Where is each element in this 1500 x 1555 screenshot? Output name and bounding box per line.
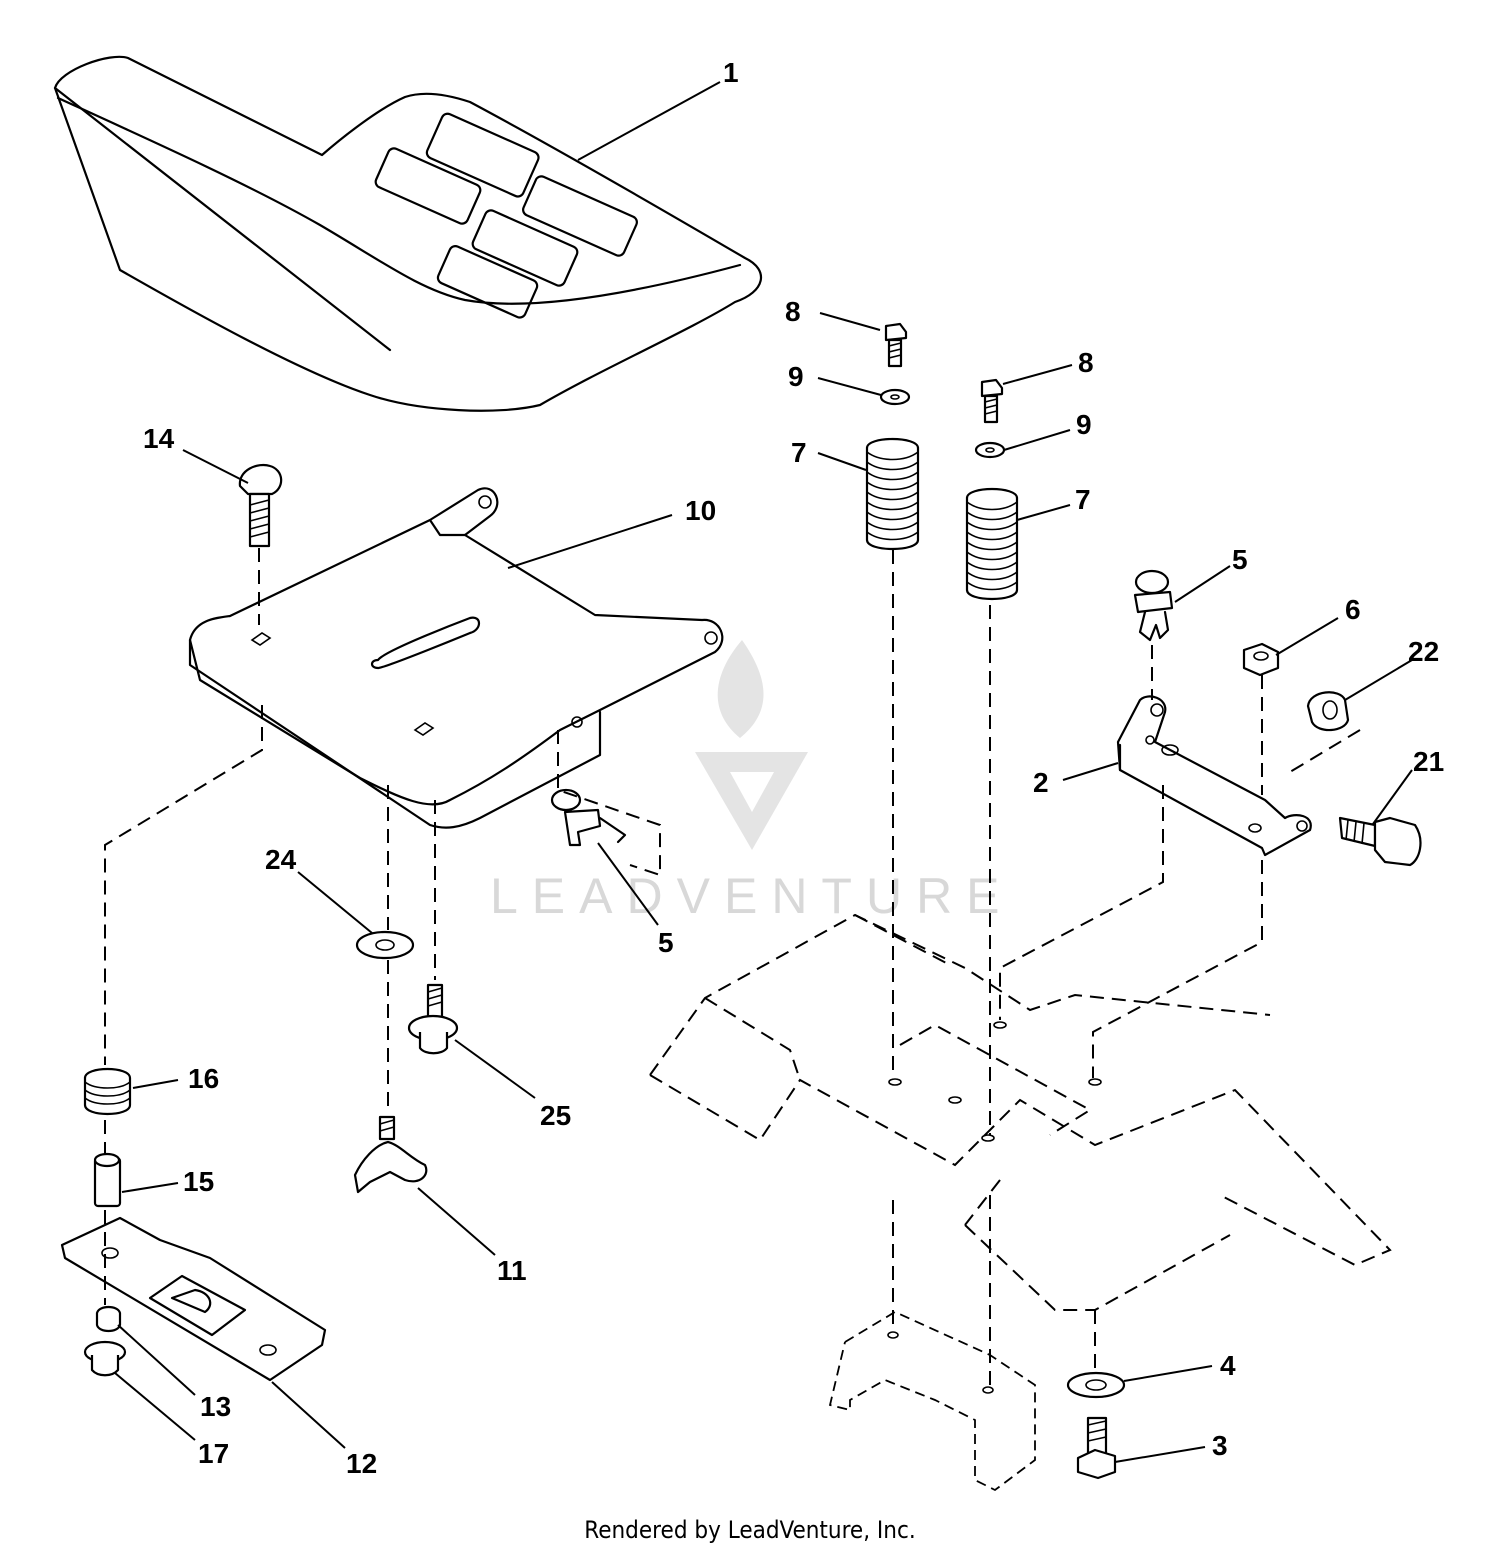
spacer[interactable] <box>93 1152 122 1208</box>
fender-phantom <box>649 913 1392 1492</box>
washer-left[interactable] <box>879 388 911 406</box>
callout-9a: 9 <box>788 361 804 392</box>
slide-plate[interactable] <box>60 1216 327 1382</box>
callout-25: 25 <box>540 1100 571 1131</box>
callout-16: 16 <box>188 1063 219 1094</box>
large-washer[interactable] <box>1066 1371 1126 1399</box>
leader-lines <box>114 81 1413 1463</box>
bracket[interactable] <box>1116 695 1312 857</box>
callout-6: 6 <box>1345 594 1361 625</box>
callout-5b: 5 <box>658 927 674 958</box>
shoulder-screw[interactable] <box>407 983 459 1055</box>
callout-1: 1 <box>723 57 739 88</box>
callout-17: 17 <box>198 1438 229 1469</box>
callout-4: 4 <box>1220 1350 1236 1381</box>
small-spring[interactable] <box>83 1068 132 1115</box>
callout-13: 13 <box>200 1391 231 1422</box>
callout-numbers: 1 14 10 8 9 7 8 9 7 5 6 22 2 21 5 24 25 … <box>143 57 1444 1479</box>
clip-upper[interactable] <box>1133 569 1174 642</box>
flange-nut[interactable] <box>83 1340 127 1377</box>
callout-9b: 9 <box>1076 409 1092 440</box>
hex-nut[interactable] <box>1306 691 1350 732</box>
seat-pan[interactable] <box>188 487 724 829</box>
washer-right[interactable] <box>974 441 1006 459</box>
callout-5a: 5 <box>1232 544 1248 575</box>
callout-8a: 8 <box>785 296 801 327</box>
callout-11: 11 <box>497 1255 527 1286</box>
callout-3: 3 <box>1212 1430 1228 1461</box>
footer-credit: Rendered by LeadVenture, Inc. <box>584 1516 916 1544</box>
bolt-left[interactable] <box>884 322 908 368</box>
callout-10: 10 <box>685 495 716 526</box>
watermark-logo <box>695 640 808 850</box>
assembly-lines <box>104 548 1361 1385</box>
carriage-bolt[interactable] <box>238 463 283 548</box>
flange-nut-small[interactable] <box>95 1305 122 1333</box>
callout-22: 22 <box>1408 636 1439 667</box>
flat-washer[interactable] <box>355 930 415 960</box>
shoulder-bolt[interactable] <box>1338 816 1422 867</box>
hex-bolt[interactable] <box>1076 1416 1117 1480</box>
callout-7b: 7 <box>1075 484 1091 515</box>
seat[interactable] <box>53 55 763 412</box>
callout-8b: 8 <box>1078 347 1094 378</box>
callout-2: 2 <box>1033 767 1049 798</box>
seat-knob[interactable] <box>353 1115 428 1194</box>
lock-nut[interactable] <box>1242 642 1280 677</box>
spring-right[interactable] <box>965 488 1019 600</box>
callout-21: 21 <box>1413 746 1444 777</box>
clip-lower[interactable] <box>550 788 627 847</box>
callout-15: 15 <box>183 1166 214 1197</box>
callout-14: 14 <box>143 423 175 454</box>
callout-12: 12 <box>346 1448 377 1479</box>
callout-7a: 7 <box>791 437 807 468</box>
bolt-right[interactable] <box>980 378 1004 424</box>
callout-24: 24 <box>265 844 297 875</box>
watermark-text: LEADVENTURE <box>490 868 1014 924</box>
spring-left[interactable] <box>865 438 920 550</box>
